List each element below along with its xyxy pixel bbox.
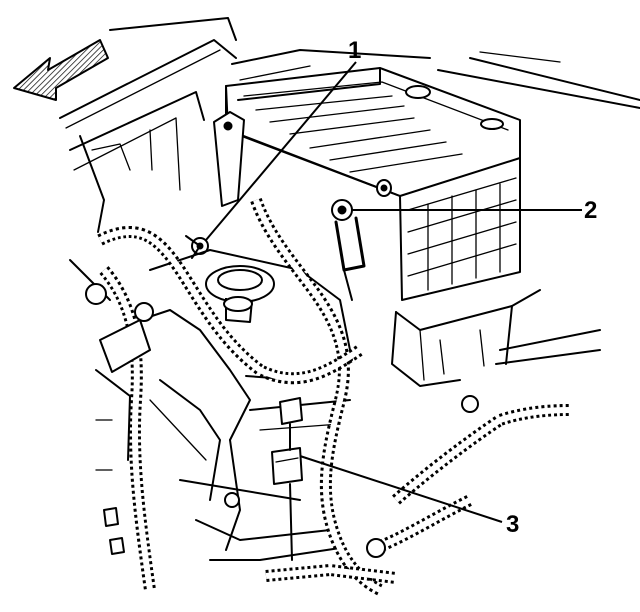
forward-arrow-icon xyxy=(13,39,109,101)
engine-body xyxy=(139,249,353,561)
callout-1-label: 1 xyxy=(348,37,361,64)
fender-structure xyxy=(59,17,640,233)
callout-1-leader xyxy=(205,61,357,241)
left-bracket xyxy=(69,259,154,555)
callout-3-leader xyxy=(299,455,503,523)
callout-2-label: 2 xyxy=(584,197,597,224)
callout-3-label: 3 xyxy=(506,511,519,538)
harness-connector xyxy=(271,397,303,561)
battery-grid xyxy=(407,177,517,291)
battery xyxy=(225,67,521,301)
battery-terminal-bolt xyxy=(331,199,366,301)
ground-bolt xyxy=(185,111,245,259)
callout-leaders xyxy=(205,61,582,523)
harness-clamps xyxy=(224,395,479,558)
wiring-harness xyxy=(97,197,571,596)
reservoir xyxy=(205,265,275,323)
battery-tray xyxy=(391,289,601,387)
